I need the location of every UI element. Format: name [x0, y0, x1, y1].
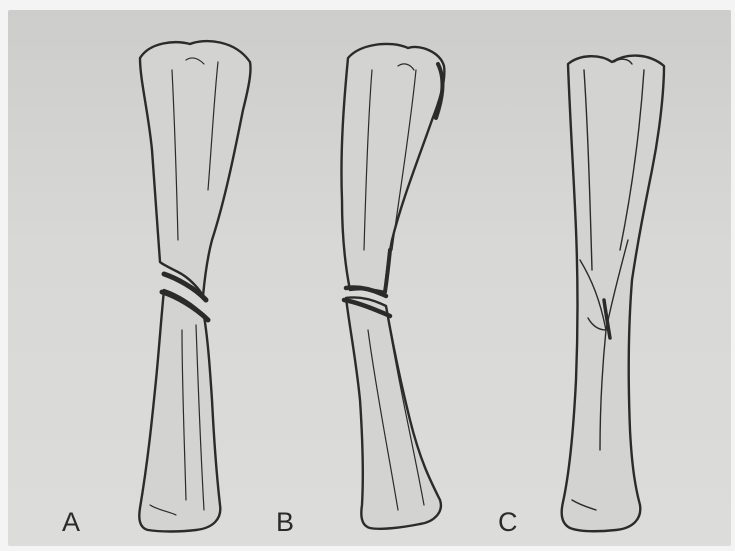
- bone-a-upper-fragment: [140, 41, 251, 296]
- bone-b-lower-fragment: [346, 297, 441, 528]
- panel-label-c: C: [498, 509, 518, 536]
- bone-c-shaft: [562, 56, 664, 532]
- bone-c: [562, 56, 664, 532]
- bone-a-lower-fragment: [139, 290, 220, 532]
- bone-a: [139, 41, 250, 531]
- panel-label-a: A: [62, 509, 80, 536]
- panel-label-b: B: [276, 509, 294, 536]
- bone-b: [341, 44, 444, 529]
- bone-b-upper-fragment: [341, 44, 444, 292]
